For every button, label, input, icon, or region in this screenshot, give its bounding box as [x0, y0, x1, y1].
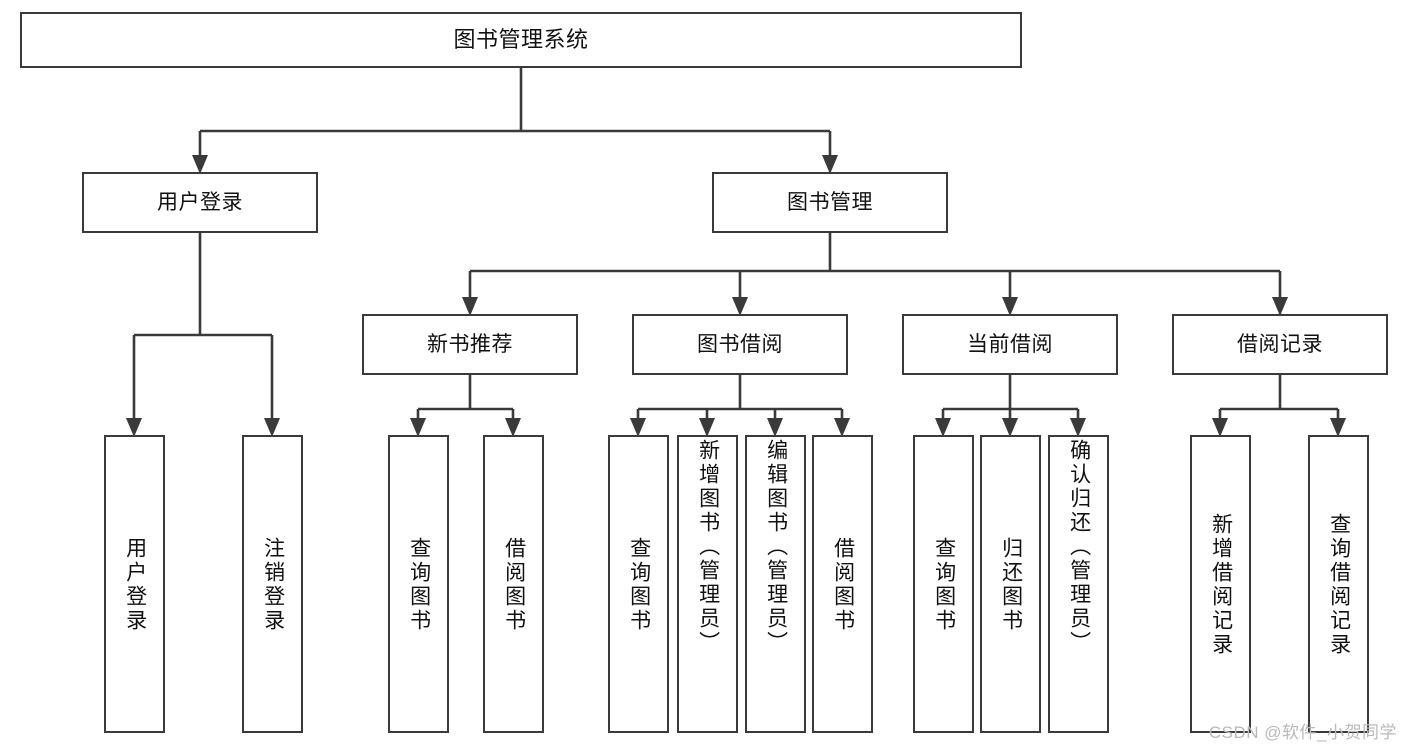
node-label: 用户登录	[157, 190, 243, 214]
leaf-node[interactable]: 借阅图书	[483, 435, 544, 733]
leaf-node[interactable]: 查询图书	[388, 435, 449, 733]
node-label: 借阅图书	[502, 537, 526, 633]
node-label: 查询图书	[407, 537, 431, 633]
node-label: 借阅图书	[831, 537, 855, 633]
leaf-node[interactable]: 注销登录	[242, 435, 303, 733]
node-label: 图书管理	[787, 190, 873, 214]
node-label: 新增图书（管理员）	[696, 439, 720, 655]
node-current-borrow[interactable]: 当前借阅	[902, 314, 1118, 375]
node-book-borrow[interactable]: 图书借阅	[632, 314, 848, 375]
leaf-node[interactable]: 新增借阅记录	[1190, 435, 1251, 733]
node-label: 确认归还（管理员）	[1067, 439, 1091, 655]
node-label: 图书管理系统	[453, 26, 589, 52]
csdn-watermark: CSDN @软件_小贺同学	[1208, 723, 1397, 742]
leaf-node[interactable]: 确认归还（管理员）	[1048, 435, 1109, 733]
leaf-node[interactable]: 编辑图书（管理员）	[745, 435, 806, 733]
node-label: 借阅记录	[1237, 332, 1323, 356]
leaf-node[interactable]: 查询借阅记录	[1308, 435, 1369, 733]
node-label: 新书推荐	[427, 332, 513, 356]
node-label: 用户登录	[123, 537, 147, 633]
node-label: 编辑图书（管理员）	[764, 439, 788, 655]
node-new-book-recommend[interactable]: 新书推荐	[362, 314, 578, 375]
node-borrow-record[interactable]: 借阅记录	[1172, 314, 1388, 375]
node-label: 当前借阅	[967, 332, 1053, 356]
node-label: 新增借阅记录	[1209, 513, 1233, 657]
node-label: 归还图书	[999, 537, 1023, 633]
leaf-node[interactable]: 查询图书	[608, 435, 669, 733]
node-label: 查询借阅记录	[1327, 513, 1351, 657]
leaf-node[interactable]: 用户登录	[104, 435, 165, 733]
node-user-login[interactable]: 用户登录	[82, 172, 318, 233]
leaf-node[interactable]: 新增图书（管理员）	[677, 435, 738, 733]
node-label: 图书借阅	[697, 332, 783, 356]
node-book-management[interactable]: 图书管理	[712, 172, 948, 233]
node-label: 查询图书	[932, 537, 956, 633]
leaf-node[interactable]: 归还图书	[980, 435, 1041, 733]
leaf-node[interactable]: 查询图书	[913, 435, 974, 733]
leaf-node[interactable]: 借阅图书	[812, 435, 873, 733]
node-label: 查询图书	[627, 537, 651, 633]
node-root-system[interactable]: 图书管理系统	[20, 12, 1022, 68]
node-label: 注销登录	[261, 537, 285, 633]
